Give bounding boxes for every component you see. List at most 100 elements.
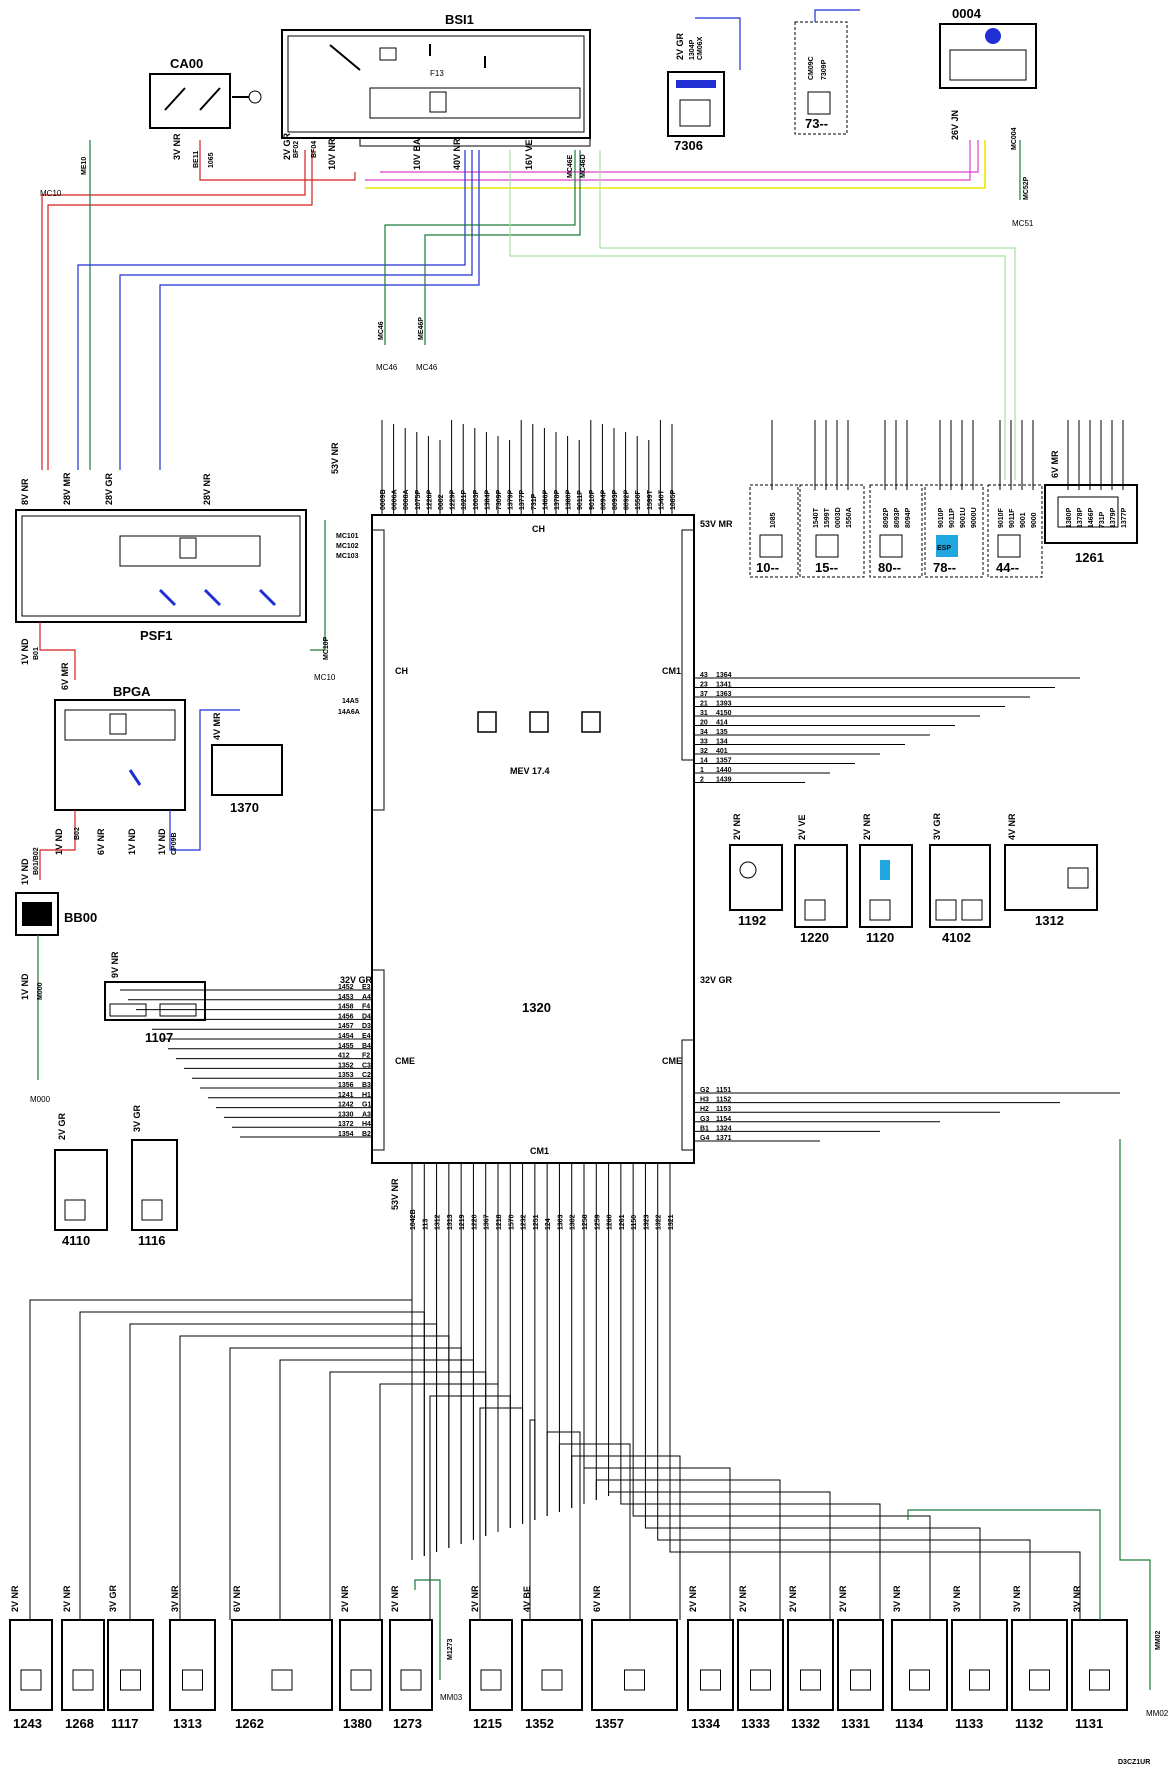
ecu-right2-pin-number: G4: [700, 1135, 709, 1142]
c1117-title: 1117: [111, 1716, 139, 1731]
ecu-label-cme-left: CME: [395, 1056, 415, 1066]
c1131-connector: 3V NR: [1072, 1585, 1082, 1612]
wire-cm09c-label: CM09C: [808, 56, 815, 80]
c1120-module: 1120: [859, 844, 913, 945]
wire-cp09b-label: CP09B: [171, 832, 178, 855]
c1352-connector: 4V BE: [522, 1586, 532, 1612]
wire-b01-label: B01: [33, 647, 40, 660]
ecu-bot-pin-label: 1218: [496, 1214, 503, 1230]
bottom-bus-wire: [632, 1488, 931, 1620]
ecu-left-pin-number: C2: [362, 1072, 371, 1079]
ecu-left-pin-label: 1453: [338, 994, 354, 1001]
ground-mc46-b: MC46: [416, 363, 438, 372]
c1334-connector: 2V NR: [688, 1585, 698, 1612]
ecu-bot-pin-label: 1260: [607, 1214, 614, 1230]
c1332-box: [787, 1619, 834, 1711]
c1332-connector: 2V NR: [788, 1585, 798, 1612]
c1243-connector: 2V NR: [10, 1585, 20, 1612]
c1357-box: [591, 1619, 678, 1711]
c1312-module: 1312: [1004, 844, 1098, 928]
c1262-box: [231, 1619, 333, 1711]
bottom-bus-wire: [546, 1431, 581, 1620]
ground-mc10-b: MC10: [314, 673, 336, 682]
c4102-module: 4102: [929, 844, 991, 945]
ecu-injector-icon: [581, 711, 601, 733]
ecu-bot-pin-label: 1313: [447, 1214, 454, 1230]
ecu-right-pin-number: 14: [700, 758, 708, 765]
sensor-pin-label: 1085: [770, 512, 777, 528]
c15-title: 15--: [815, 560, 838, 575]
ecu-left-pin-label: 1354: [338, 1131, 354, 1138]
sensor-pin-label: 1378P: [1077, 507, 1084, 528]
c1120-connector: 2V NR: [862, 813, 872, 840]
sensor-pin-label: 8092P: [883, 507, 890, 528]
sensor-pin-label: 9001U: [960, 507, 967, 528]
c78-title: 78--: [933, 560, 956, 575]
ecu-label-ch-top: CH: [532, 524, 545, 534]
ecu-bot-pin-label: 1312: [435, 1214, 442, 1230]
c1380-connector: 2V NR: [340, 1585, 350, 1612]
ecu-top-pin-label: 9010P: [589, 489, 596, 510]
ecu-top-pin-label: 1599T: [647, 489, 654, 510]
c80-module: 80--: [869, 484, 923, 578]
bpga-connector-b4: 1V ND: [157, 828, 167, 855]
sensor-pin-label: 8094P: [905, 507, 912, 528]
c1107-module: 1107: [104, 981, 206, 1045]
ecu-left-pin-label: 412: [338, 1053, 350, 1060]
bottom-bus-wire: [529, 1419, 536, 1620]
c1357-title: 1357: [595, 1716, 624, 1731]
c1220-title: 1220: [800, 930, 829, 945]
c1262-connector: 6V NR: [232, 1585, 242, 1612]
ecu-top-pin-label: 1550F: [635, 489, 642, 510]
ecu-connector-mid-left: 32V GR: [340, 975, 373, 985]
ecu-left-pin-number: E4: [362, 1033, 371, 1040]
c1313-connector: 3V NR: [170, 1585, 180, 1612]
ecu-left-pin-number: F2: [362, 1053, 370, 1060]
c1273-icon: [400, 1669, 422, 1691]
c1313-box: [169, 1619, 216, 1711]
c1131-box: [1071, 1619, 1128, 1711]
bottom-bus-wire: [669, 1476, 1081, 1620]
ecu-title: 1320: [522, 1000, 551, 1015]
c1370-module: 1370: [211, 744, 283, 815]
ecu-right-pin-number: 32: [700, 748, 708, 755]
ca00-connector: 3V NR: [172, 133, 182, 160]
ca00-title: CA00: [170, 56, 203, 71]
ecu-right-pin-number: 43: [700, 672, 708, 679]
c1116-connector: 3V GR: [132, 1104, 142, 1132]
c1134-connector: 3V NR: [892, 1585, 902, 1612]
ecu-top-pin-label: 1379P: [508, 489, 515, 510]
bpga-connector-top: 6V MR: [60, 662, 70, 690]
c1332-title: 1332: [791, 1716, 820, 1731]
ecu-top-pin-label: 1226P: [426, 489, 433, 510]
c1116-module: 1116: [131, 1139, 178, 1248]
c1117-icon: [120, 1669, 141, 1691]
ecu-right2-pin-label: 1324: [716, 1125, 732, 1132]
ecu-top-pin-label: 8094P: [600, 489, 607, 510]
ecu-top-pin-label: 7309P: [496, 489, 503, 510]
c1243-title: 1243: [13, 1716, 42, 1731]
sensor-pin-label: 9000: [1031, 512, 1038, 528]
c1116-title: 1116: [138, 1233, 166, 1248]
bottom-bus-wire: [29, 1299, 413, 1620]
ecu-left-pin-label: 1456: [338, 1013, 354, 1020]
c10-module: 10--: [749, 484, 799, 578]
ecu-right-pin-number: 21: [700, 701, 708, 708]
c1132-box: [1011, 1619, 1068, 1711]
c1133-box: [951, 1619, 1008, 1711]
sensor-pin-label: 1379P: [1110, 507, 1117, 528]
psf1-connector-d: 28V NR: [202, 473, 212, 505]
ecu-top-pin-label: 0006A: [392, 489, 399, 510]
ecu-top-pin-label: 0009B: [380, 489, 387, 510]
ecu-left-pin-number: C3: [362, 1062, 371, 1069]
bottom-bus-wire: [644, 1484, 981, 1620]
ecu-left-pin-label: 1242: [338, 1102, 354, 1109]
ecu-left-pin-label: 1457: [338, 1023, 354, 1030]
ecu-label-ch-left: CH: [395, 666, 408, 676]
ecu-bot-pin-label: 1302: [570, 1214, 577, 1230]
bottom-bus-wire: [329, 1371, 487, 1620]
c1220-module: 1220: [794, 844, 848, 945]
